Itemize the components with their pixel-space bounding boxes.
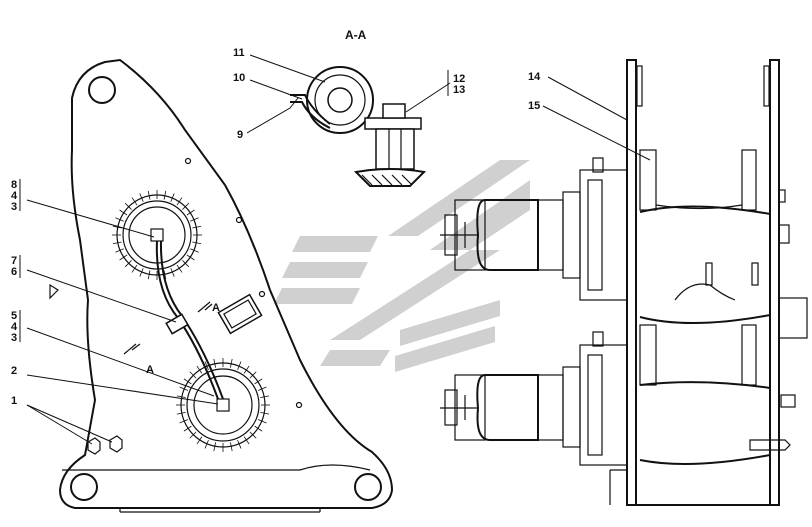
winch-assembly — [440, 59, 808, 506]
upper-motor — [440, 157, 628, 301]
gauge-tick — [192, 225, 202, 229]
frame-plate-right — [769, 59, 780, 506]
callout-10: 10 — [233, 72, 245, 84]
gauge-tick — [257, 419, 267, 424]
callout-5: 5 — [11, 310, 17, 322]
gauge-tick — [139, 268, 144, 277]
gauge-tick — [249, 371, 257, 379]
gauge-tick — [204, 439, 209, 449]
lower-motor — [440, 331, 628, 466]
lower-gauge — [176, 358, 270, 452]
gauge-tick — [196, 436, 203, 445]
gauge-tick — [237, 361, 242, 371]
section-mark-top: A — [212, 302, 220, 314]
callout-12: 12 — [453, 73, 465, 85]
connecting-pipe — [155, 240, 263, 400]
callout-4a: 4 — [11, 321, 18, 333]
section-mark-bottom: A — [146, 364, 154, 376]
gauge-tick — [115, 248, 124, 253]
gauge-tick — [183, 425, 192, 432]
gauge-tick — [182, 202, 190, 210]
callout-9: 9 — [237, 129, 243, 141]
lower-right-hole — [354, 473, 382, 501]
gauge-tick — [147, 270, 151, 280]
gauge-tick — [179, 419, 189, 424]
gauge-tick — [176, 264, 183, 273]
gauge-tick — [170, 193, 175, 202]
callout-3b: 3 — [11, 201, 17, 213]
upper-hole — [88, 76, 116, 104]
gauge-tick — [124, 260, 132, 268]
gauge-tick — [243, 436, 250, 445]
gauge-tick — [260, 395, 270, 398]
gauge-tick — [254, 425, 263, 432]
gauge-tick — [204, 361, 209, 371]
gauge-tick — [192, 241, 202, 245]
callout-15: 15 — [528, 100, 540, 112]
gauge-tick — [196, 365, 203, 374]
gauge-tick — [237, 439, 242, 449]
callout-13: 13 — [453, 84, 465, 96]
gauge-tick — [190, 217, 199, 222]
side-plate — [49, 58, 394, 513]
gauge-tick — [213, 358, 216, 368]
gauge-tick — [124, 202, 132, 210]
gauge-tick — [189, 371, 197, 379]
gauge-tick — [230, 442, 233, 452]
callout-6: 6 — [11, 266, 17, 278]
section-title: A-A — [345, 28, 367, 42]
gauge-tick — [119, 209, 128, 216]
gauge-tick — [176, 395, 186, 398]
gauge-tick — [147, 190, 151, 200]
gauge-tick — [115, 217, 124, 222]
gauge-tick — [254, 378, 263, 385]
gauge-tick — [131, 264, 138, 273]
gauge-tick — [163, 190, 167, 200]
gauge-tick — [243, 365, 250, 374]
callout-7: 7 — [11, 255, 17, 267]
gauge-tick — [119, 254, 128, 261]
gauge-tick — [176, 412, 186, 415]
lower-left-hole — [70, 473, 98, 501]
gauge-tick — [260, 412, 270, 415]
leader-lines — [19, 54, 651, 445]
callout-4b: 4 — [11, 190, 18, 202]
gauge-tick — [163, 270, 167, 280]
callout-2: 2 — [11, 365, 17, 377]
callout-1: 1 — [11, 395, 17, 407]
gauge-tick — [213, 442, 216, 452]
callout-labels: 1 2 5 4 3 7 6 8 4 3 9 10 11 12 13 14 15 — [11, 47, 541, 407]
gauge-tick — [176, 197, 183, 206]
gauge-tick — [186, 209, 195, 216]
gauge-tick — [189, 431, 197, 439]
gauge-tick — [112, 241, 122, 245]
section-detail: A-A — [290, 28, 427, 187]
gauge-tick — [257, 386, 267, 391]
gauge-tick — [179, 386, 189, 391]
gauge-tick — [182, 260, 190, 268]
gauge-tick — [249, 431, 257, 439]
gauge-tick — [230, 358, 233, 368]
callout-11: 11 — [233, 47, 245, 59]
callout-8: 8 — [11, 179, 17, 191]
gauge-tick — [186, 254, 195, 261]
callout-14: 14 — [528, 71, 541, 83]
gauge-tick — [112, 225, 122, 229]
gauge-tick — [170, 268, 175, 277]
gauge-tick — [131, 197, 138, 206]
frame-plate-left — [626, 59, 637, 506]
gauge-tick — [190, 248, 199, 253]
watermark-logo — [274, 160, 530, 372]
section-cut-marks: A A — [123, 301, 220, 376]
gauge-tick — [139, 193, 144, 202]
callout-3a: 3 — [11, 332, 17, 344]
gauge-tick — [183, 378, 192, 385]
